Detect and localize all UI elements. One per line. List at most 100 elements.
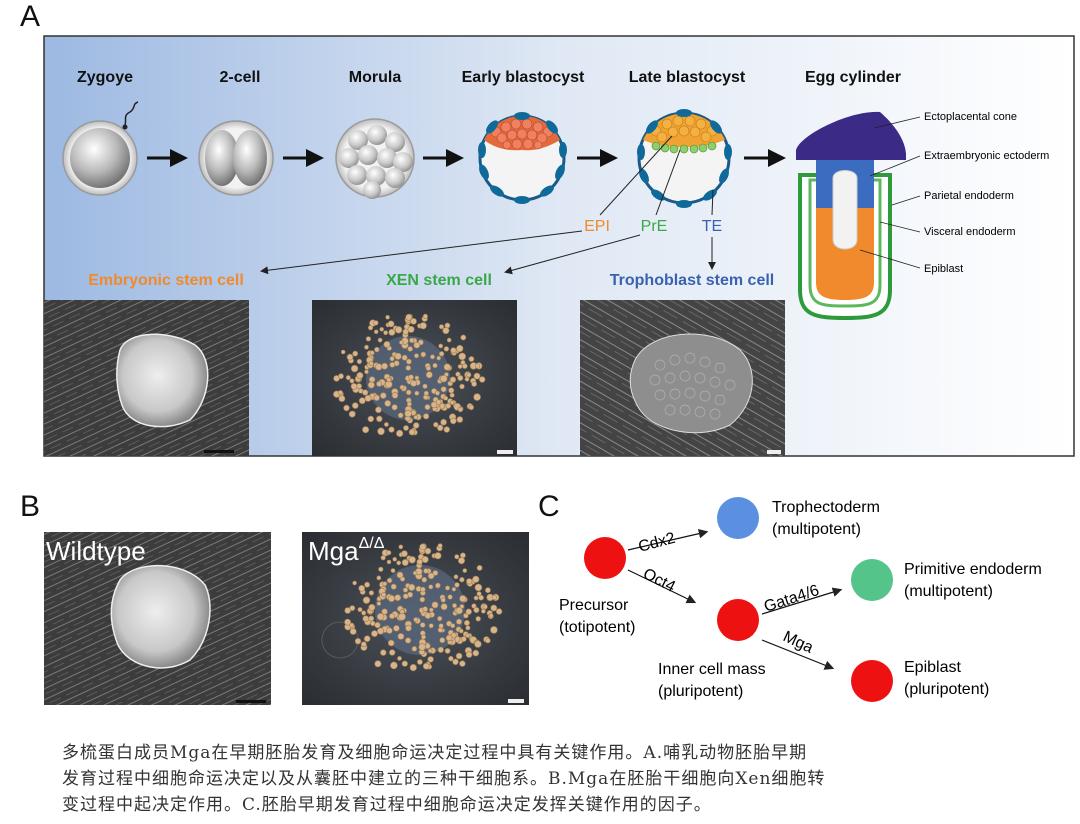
cell-dot <box>378 566 384 572</box>
cell-dot <box>364 369 369 375</box>
cell-dot <box>457 364 463 369</box>
cell-dot <box>452 658 459 665</box>
cell-dot <box>482 604 488 610</box>
cell-dot <box>414 390 420 396</box>
cell-dot <box>368 360 374 366</box>
stage-label-zygote: Zygoye <box>77 69 133 86</box>
cell-dot <box>443 346 450 352</box>
cell-dot <box>456 344 464 353</box>
label-wildtype: Wildtype <box>46 536 146 566</box>
cell-dot <box>439 637 446 644</box>
stem-cell-label-es: Embryonic stem cell <box>88 272 244 289</box>
egg-label-ectoplacental-cone: Ectoplacental cone <box>924 111 1017 123</box>
cell-dot <box>459 660 466 667</box>
cell-dot <box>401 354 408 361</box>
cell-dot <box>340 349 346 355</box>
node-precursor <box>584 537 626 579</box>
cell-dot <box>383 330 388 336</box>
cell-dot <box>368 603 376 611</box>
cell-dot <box>409 337 415 344</box>
cell-dot <box>410 379 417 387</box>
cell-dot <box>438 343 444 349</box>
cell-dot <box>421 576 428 583</box>
cell-dot <box>443 426 450 433</box>
node-primitive-endoderm <box>851 559 893 601</box>
cell-dot <box>465 633 471 638</box>
stage-label-egg-cylinder: Egg cylinder <box>805 69 901 86</box>
factor-mga: Mga <box>780 628 815 657</box>
cell-dot <box>454 554 460 560</box>
cell-dot <box>386 627 393 634</box>
cell-dot <box>416 659 423 665</box>
cell-dot <box>408 556 416 564</box>
cell-dot <box>428 623 434 629</box>
cell-dot <box>442 327 450 335</box>
cell-dot <box>459 552 466 559</box>
cell-dot <box>408 374 414 381</box>
panel-letter-c: C <box>538 490 560 523</box>
cell-dot <box>407 346 414 352</box>
micrograph-xen-cell <box>312 300 517 456</box>
cell-dot <box>364 394 372 402</box>
cell-dot <box>376 415 383 422</box>
cell-dot <box>362 389 369 396</box>
cell-dot <box>436 355 442 361</box>
cell-dot <box>438 351 445 357</box>
cell-dot <box>485 637 491 644</box>
cell-dot <box>390 583 397 590</box>
cell-dot <box>403 425 409 431</box>
label-icm: Inner cell mass <box>658 661 766 678</box>
cell-dot <box>397 633 405 640</box>
egg-label-parietal-endoderm: Parietal endoderm <box>924 190 1014 202</box>
label-epiblast: Epiblast <box>904 659 961 676</box>
cell-dot <box>449 376 457 383</box>
node-inner-cell-mass <box>717 599 759 641</box>
cell-dot <box>419 596 426 603</box>
morula-illustration <box>335 118 415 199</box>
cell-dot <box>429 354 435 360</box>
cell-dot <box>412 570 418 576</box>
cell-dot <box>458 352 467 361</box>
cell-dot <box>423 568 429 574</box>
label-precursor: Precursor <box>559 597 629 614</box>
cell-dot <box>495 608 503 615</box>
pointer-te <box>711 189 714 216</box>
factor-oct4: Oct4 <box>640 565 678 596</box>
cell-dot <box>449 392 455 398</box>
cell-dot <box>408 583 416 592</box>
label-mga-mutant: MgaΔ/Δ <box>308 535 385 566</box>
cell-dot <box>440 375 448 383</box>
cell-dot <box>463 619 470 626</box>
cell-dot <box>490 604 498 612</box>
cell-dot <box>455 652 463 660</box>
cell-dot <box>428 584 434 590</box>
cell-dot <box>444 585 450 591</box>
arrow-gata <box>761 587 843 615</box>
stage-label-2cell: 2-cell <box>220 69 261 86</box>
cell-dot <box>346 353 354 361</box>
cell-dot <box>480 608 486 614</box>
caption-line-3: 变过程中起决定作用。C.胚胎早期发育过程中细胞命运决定发挥关键作用的因子。 <box>62 795 712 815</box>
cell-dot <box>424 547 432 555</box>
cell-dot <box>475 616 481 622</box>
micrograph-mga-mutant <box>302 532 529 705</box>
cell-dot <box>411 645 418 652</box>
cell-dot <box>375 406 382 414</box>
cell-dot <box>422 606 429 612</box>
stage-label-early-blastocyst: Early blastocyst <box>462 69 585 86</box>
cell-dot <box>388 613 395 620</box>
cell-dot <box>402 587 409 593</box>
cell-dot <box>445 634 453 642</box>
cell-dot <box>386 559 392 565</box>
cell-dot <box>398 340 404 345</box>
cell-dot <box>392 556 398 562</box>
cell-dot <box>474 583 483 592</box>
cell-dot <box>423 390 429 396</box>
cell-dot <box>476 565 483 571</box>
cell-dot <box>423 413 430 420</box>
cell-dot <box>428 607 434 613</box>
arrow-cdx2 <box>627 528 709 551</box>
panel-letter-a: A <box>20 0 41 33</box>
cell-dot <box>437 424 444 431</box>
cell-dot <box>431 601 439 609</box>
